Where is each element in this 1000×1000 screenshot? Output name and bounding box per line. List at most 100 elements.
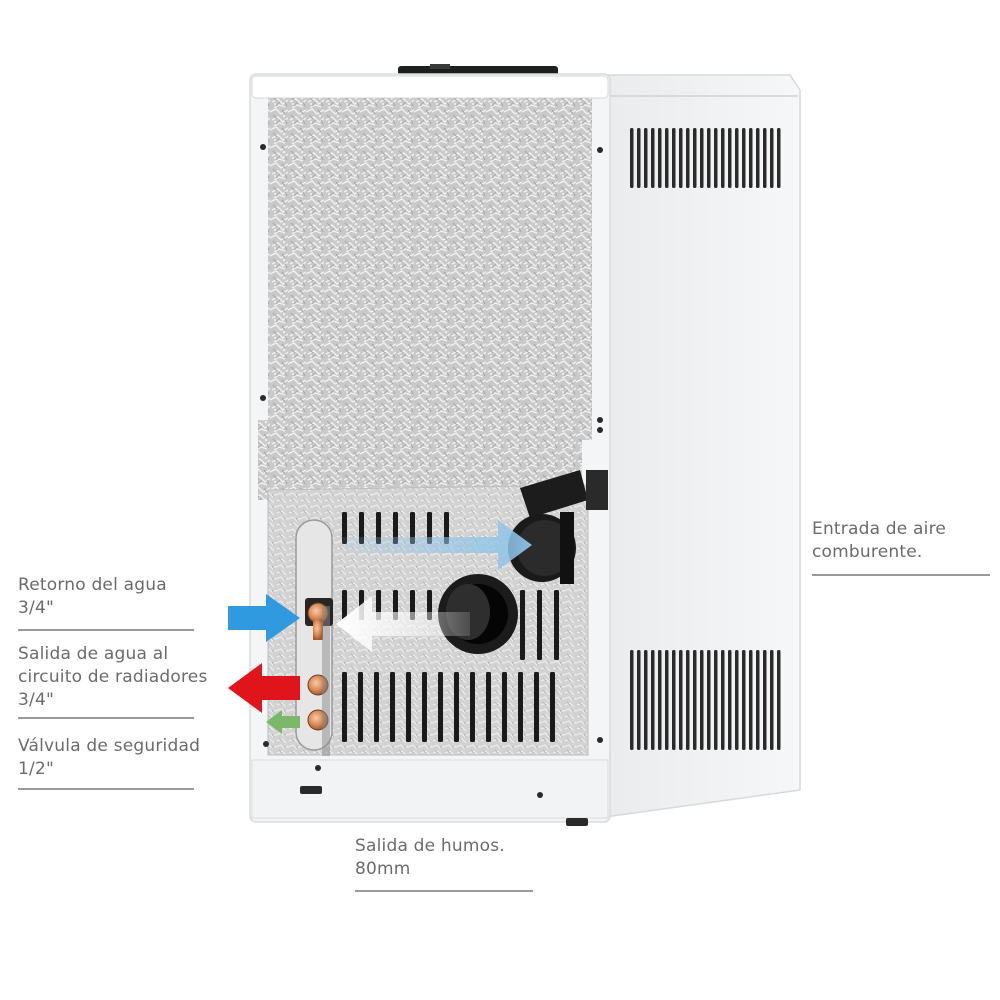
vent-slot: [637, 650, 641, 750]
vent-slot: [651, 128, 655, 188]
plate-slot: [486, 672, 491, 742]
plate-slot: [470, 672, 475, 742]
vent-slot: [721, 128, 725, 188]
vent-slot: [728, 650, 732, 750]
vent-slot: [658, 650, 662, 750]
vent-slot: [714, 650, 718, 750]
plate-slot: [534, 672, 539, 742]
label-salida-humos-line2: 80mm: [355, 859, 411, 879]
plate-slot: [422, 672, 427, 742]
vent-slot: [735, 128, 739, 188]
plate-slot: [374, 672, 379, 742]
label-salida-agua-line2: circuito de radiadores: [18, 667, 208, 687]
label-valvula: Válvula de seguridad 1/2": [18, 735, 200, 781]
label-entrada-aire: Entrada de aire comburente.: [812, 518, 946, 564]
label-salida-agua-line1: Salida de agua al: [18, 644, 169, 664]
label-valvula-line2: 1/2": [18, 759, 54, 779]
vent-slot: [658, 128, 662, 188]
vent-slot: [644, 650, 648, 750]
insulation-foil: [258, 98, 592, 500]
side-panel: [597, 74, 801, 819]
plate-slot: [358, 672, 363, 742]
label-salida-agua: Salida de agua al circuito de radiadores…: [18, 643, 208, 712]
label-valvula-line1: Válvula de seguridad: [18, 736, 201, 756]
plate-slot: [342, 512, 347, 544]
vent-slot: [693, 650, 697, 750]
vent-slot: [714, 128, 718, 188]
plate-slot: [376, 512, 381, 544]
label-entrada-aire-line2: comburente.: [812, 542, 923, 562]
plate-slot: [342, 590, 347, 620]
air-flow-arrow: [342, 520, 532, 570]
vent-slot: [763, 650, 767, 750]
air-intake-pipe: [508, 470, 608, 584]
lower-vent: [630, 650, 781, 750]
plate-slot: [550, 672, 555, 742]
plate-slot: [537, 590, 542, 660]
water-fittings: [305, 598, 333, 756]
vent-slot: [672, 650, 676, 750]
rule-valvula: [18, 788, 194, 790]
upper-vent: [630, 128, 781, 188]
vent-slot: [777, 128, 781, 188]
vent-slot: [700, 650, 704, 750]
plate-slot: [454, 672, 459, 742]
vent-slot: [707, 128, 711, 188]
vent-slot: [630, 128, 634, 188]
label-salida-humos-line1: Salida de humos.: [355, 836, 505, 856]
vent-slot: [651, 650, 655, 750]
label-retorno-line2: 3/4": [18, 598, 54, 618]
vent-slot: [728, 128, 732, 188]
vent-slot: [756, 128, 760, 188]
plate-slot: [502, 672, 507, 742]
vent-slot: [686, 650, 690, 750]
vent-slot: [672, 128, 676, 188]
vent-slot: [679, 128, 683, 188]
vent-slot: [749, 650, 753, 750]
plate-slot: [520, 590, 525, 660]
smoke-outlet-pipe: [438, 574, 518, 654]
vent-slot: [770, 128, 774, 188]
vent-slot: [665, 650, 669, 750]
rule-salida-humos: [355, 890, 533, 892]
vent-slot: [707, 650, 711, 750]
plate-slot: [342, 672, 347, 742]
label-retorno: Retorno del agua 3/4": [18, 574, 167, 620]
rule-entrada-aire: [812, 574, 990, 576]
label-salida-agua-line3: 3/4": [18, 690, 54, 710]
plate-slot: [444, 512, 449, 544]
plate-slot: [393, 512, 398, 544]
plate-slot: [518, 672, 523, 742]
return-water-arrow: [228, 594, 300, 642]
vent-slot: [693, 128, 697, 188]
rule-retorno: [18, 629, 194, 631]
screws: [260, 144, 603, 798]
valve-arrow: [266, 710, 300, 734]
label-salida-humos: Salida de humos. 80mm: [355, 835, 505, 881]
feet: [300, 786, 588, 826]
plate-slot: [554, 590, 559, 660]
vent-slot: [742, 650, 746, 750]
vent-slot: [686, 128, 690, 188]
vent-slot: [770, 650, 774, 750]
vent-slot: [756, 650, 760, 750]
smoke-flow-arrow: [336, 596, 470, 652]
vent-slot: [630, 650, 634, 750]
plate-slot: [406, 672, 411, 742]
vent-slot: [735, 650, 739, 750]
plate-slot: [410, 512, 415, 544]
vent-slot: [644, 128, 648, 188]
plate-slot: [359, 512, 364, 544]
vent-slot: [700, 128, 704, 188]
vent-slot: [742, 128, 746, 188]
label-entrada-aire-line1: Entrada de aire: [812, 519, 947, 539]
vent-slot: [763, 128, 767, 188]
vent-slot: [637, 128, 641, 188]
plate-slot: [427, 512, 432, 544]
vent-slot: [721, 650, 725, 750]
label-retorno-line1: Retorno del agua: [18, 575, 167, 595]
vent-slot: [777, 650, 781, 750]
vent-slot: [749, 128, 753, 188]
outlet-water-arrow: [228, 663, 300, 713]
